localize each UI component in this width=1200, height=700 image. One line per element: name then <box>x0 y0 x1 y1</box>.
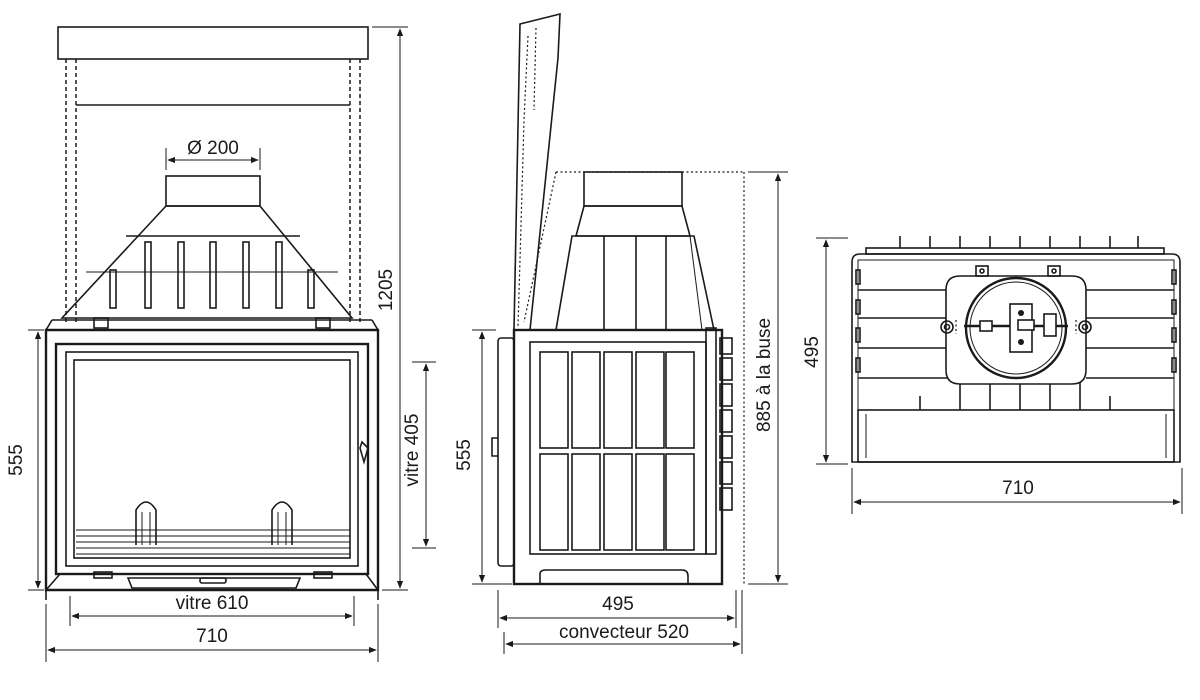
top-width-label: 710 <box>1002 478 1034 499</box>
glass-height-label: vitre 405 <box>402 414 423 487</box>
side-vent-grid <box>539 351 695 551</box>
top-depth-label: 495 <box>802 336 823 368</box>
convection-chamber <box>555 235 715 331</box>
body-height-label: 555 <box>6 444 27 476</box>
top-dimensions: 495 710 <box>802 237 1183 514</box>
front-width-label: 710 <box>196 626 228 647</box>
convection-hood <box>60 205 354 319</box>
hood-plate-side <box>513 12 561 331</box>
firebox-body <box>44 328 380 592</box>
convector-depth-label: convecteur 520 <box>559 622 689 643</box>
flue-side <box>583 171 683 207</box>
flue-height-label: 885 à la buse <box>754 318 775 432</box>
front-view <box>44 26 380 600</box>
hood-top <box>57 26 369 60</box>
glass-pane <box>73 359 351 559</box>
top-body-outline <box>851 253 1181 463</box>
glass-width-label: vitre 610 <box>176 593 249 614</box>
flue-damper <box>964 276 1068 380</box>
door-frame <box>54 342 370 576</box>
hood-vents <box>109 241 315 309</box>
side-view <box>491 12 745 586</box>
flue-diameter-label: Ø 200 <box>187 138 239 159</box>
door-handle <box>359 440 369 465</box>
total-height-label: 1205 <box>376 269 397 311</box>
front-dimensions: Ø 200 1205 555 vitre 405 vitre 610 710 <box>6 26 436 662</box>
door-side <box>497 337 515 567</box>
side-depth-label: 495 <box>602 594 634 615</box>
grate <box>76 501 350 555</box>
top-rails <box>855 269 1177 379</box>
flue-collar <box>165 175 261 207</box>
side-height-label: 555 <box>454 439 475 471</box>
body-side <box>512 328 724 586</box>
side-dimensions: 555 885 à la buse 495 convecteur 520 <box>454 171 788 654</box>
top-view <box>851 236 1181 463</box>
back-fins <box>719 337 733 511</box>
